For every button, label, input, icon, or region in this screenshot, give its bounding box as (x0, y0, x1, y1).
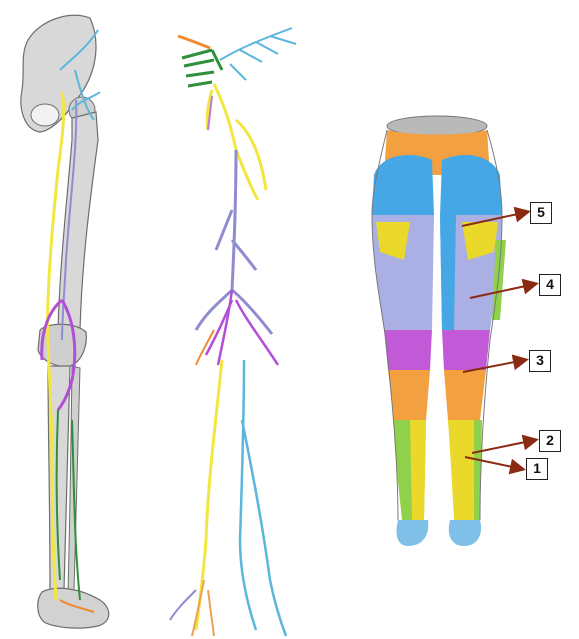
label-1: 1 (526, 458, 548, 480)
nerve-root-orange (178, 36, 210, 48)
foot-bones (38, 588, 109, 628)
sciatic-trunk-lavender (196, 150, 272, 334)
nerve-tree-figure (170, 28, 296, 636)
tibial-descending-blue (240, 360, 286, 636)
left-knee-purple (384, 330, 432, 370)
right-thigh-blue-strip (440, 215, 456, 330)
left-calf-orange (388, 370, 430, 420)
lumbar-plexus-green (182, 50, 222, 86)
left-foot (396, 520, 428, 546)
buttock-right-blue (440, 155, 502, 220)
label-3: 3 (529, 350, 551, 372)
sacral-branches-blue (220, 28, 296, 80)
right-foot (449, 520, 481, 546)
foot-branches-lavender (170, 590, 196, 620)
label-4: 4 (539, 274, 561, 296)
posterior-legs-figure (372, 116, 506, 546)
left-shin-yellow (410, 420, 426, 520)
superficial-peroneal-yellow (196, 360, 222, 630)
label-5: 5 (530, 202, 552, 224)
right-calf-orange (444, 370, 486, 420)
buttock-left-blue (372, 155, 434, 220)
right-knee-purple (442, 330, 490, 370)
label-2: 2 (539, 430, 561, 452)
skeleton-leg-figure (21, 15, 109, 628)
obturator-foramen (31, 104, 59, 126)
